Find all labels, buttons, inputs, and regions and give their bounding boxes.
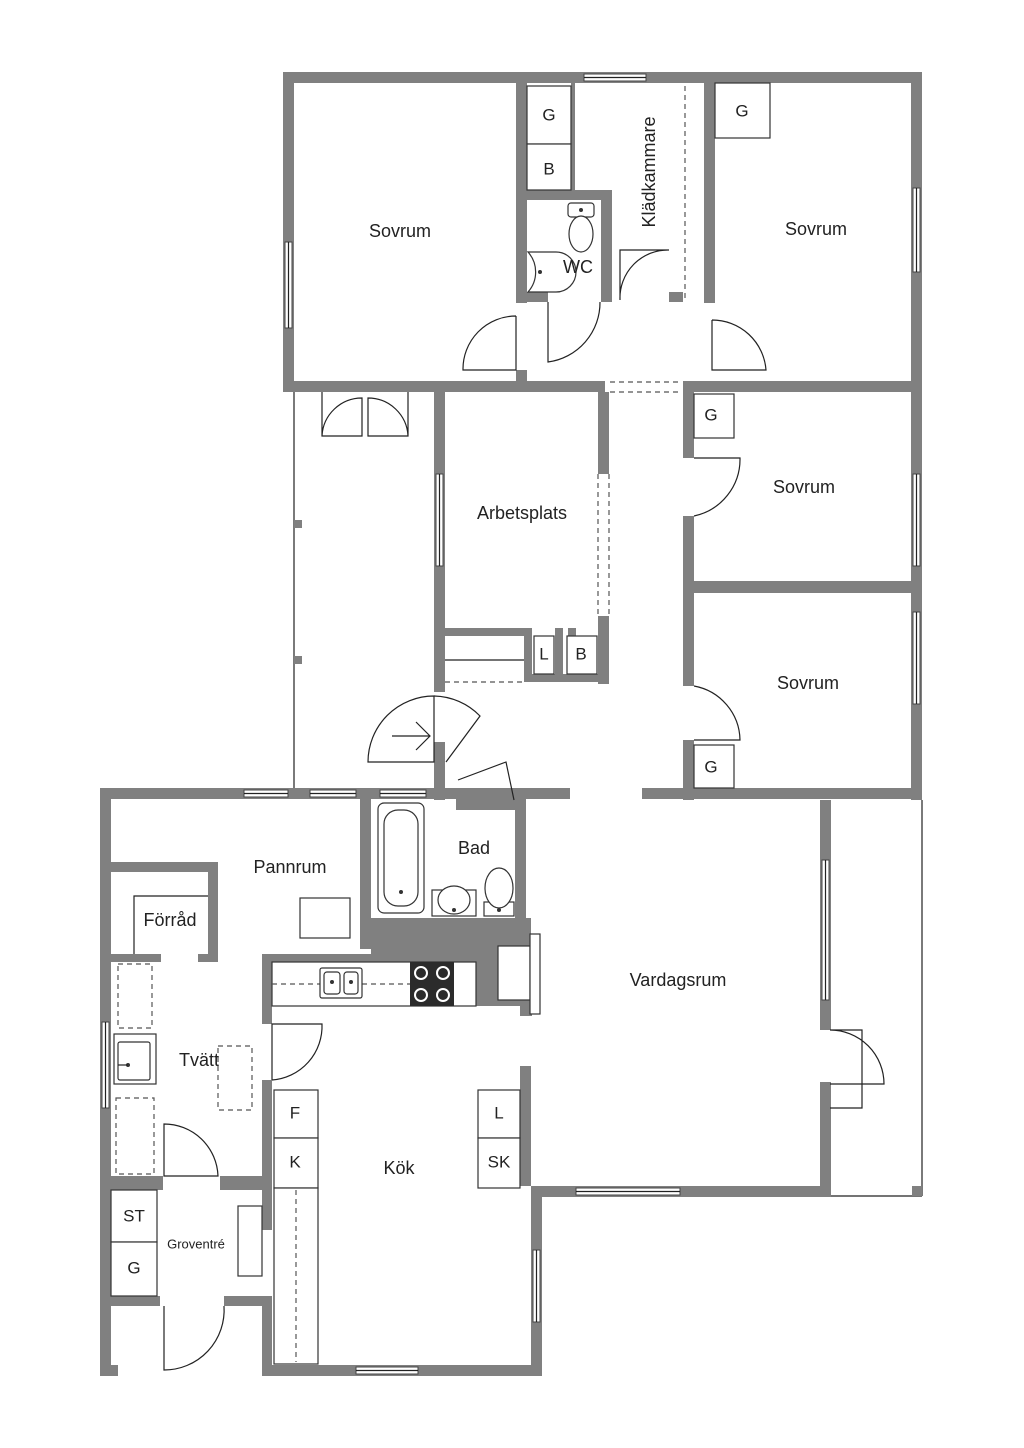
room-label-arbetsplats: Arbetsplats [477,503,567,523]
cabinet-label: F [290,1103,300,1122]
cabinet-label: G [704,405,717,424]
room-label-wc: WC [563,257,593,277]
fixtures [110,82,771,1365]
room-label-kok: Kök [383,1158,415,1178]
cabinet-label: L [494,1103,503,1122]
room-label-bad: Bad [458,838,490,858]
cabinet-labels: G B G G G L B F K L SK ST G [123,101,748,1277]
room-label-sovrum-e2: Sovrum [777,673,839,693]
cabinet-label: SK [488,1152,511,1171]
room-label-pannrum: Pannrum [253,857,326,877]
doors [163,249,885,1371]
cabinet-label: K [289,1152,301,1171]
cabinet-label: B [543,159,554,178]
outlines [293,86,923,1197]
room-label-sovrum-nw: Sovrum [369,221,431,241]
cabinet-label: G [542,105,555,124]
windows [101,73,921,1375]
cabinet-label: G [704,757,717,776]
room-labels: Sovrum Sovrum Sovrum Sovrum WC Klädkamma… [143,116,847,1251]
cabinet-label: G [127,1258,140,1277]
room-label-kladkammare: Klädkammare [639,116,659,227]
room-label-sovrum-ne: Sovrum [785,219,847,239]
cabinet-label: ST [123,1206,145,1225]
room-label-tvatt: Tvätt [179,1050,219,1070]
room-label-forrad: Förråd [143,910,196,930]
room-label-groventre: Groventré [167,1236,225,1251]
cabinet-label: L [539,644,548,663]
cabinet-label: B [575,644,586,663]
cabinet-label: G [735,101,748,120]
room-label-sovrum-e1: Sovrum [773,477,835,497]
room-label-vardagsrum: Vardagsrum [630,970,727,990]
